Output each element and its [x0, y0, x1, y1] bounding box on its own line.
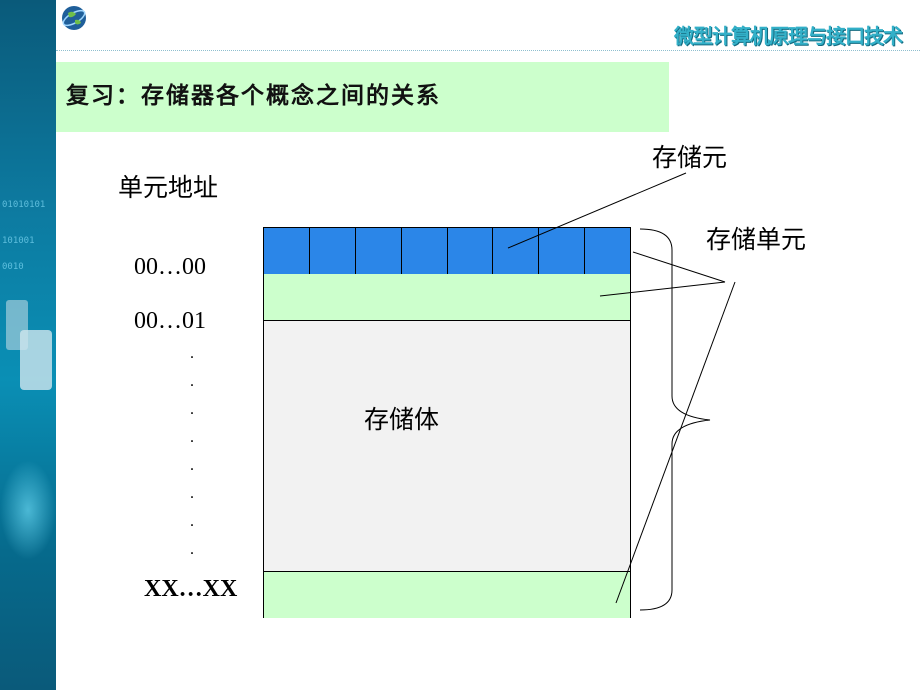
dot: .: [190, 485, 194, 502]
storage-bit-cell: [539, 228, 586, 274]
storage-element-label: 存储元: [652, 143, 728, 172]
storage-bit-cell: [309, 228, 356, 274]
dot: .: [190, 345, 194, 362]
storage-body-label: 存储体: [364, 405, 440, 434]
storage-unit-row-bits: [264, 228, 630, 275]
address-first: 00…00: [134, 254, 206, 280]
unit-pointer-line: [599, 281, 726, 297]
glow-graphic: [0, 460, 56, 560]
dot: .: [190, 429, 194, 446]
dot: .: [190, 513, 194, 530]
brace-shape: [639, 228, 711, 611]
storage-bit-cell: [585, 228, 630, 274]
unit-pointer-line: [615, 281, 736, 604]
dot: .: [190, 541, 194, 558]
storage-unit-label: 存储单元: [706, 225, 807, 254]
course-title: 微型计算机原理与接口技术: [674, 24, 903, 48]
storage-unit-row-last: [264, 571, 630, 618]
ellipsis-dots: . . . . . . . .: [190, 340, 194, 564]
element-pointer-line: [507, 172, 687, 249]
storage-bit-cell: [447, 228, 494, 274]
address-last: XX…XX: [144, 576, 238, 602]
address-second: 00…01: [134, 308, 206, 334]
storage-bit-cell: [355, 228, 402, 274]
decorative-side-strip: 01010101 101001 0010: [0, 0, 56, 690]
dot: .: [190, 373, 194, 390]
storage-bit-cell: [493, 228, 540, 274]
binary-pattern: 0010: [2, 262, 24, 272]
address-heading: 单元地址: [118, 173, 219, 202]
memory-body-box: 存储体: [263, 227, 631, 618]
header-divider: [56, 50, 920, 51]
dot: .: [190, 401, 194, 418]
binary-pattern: 01010101: [2, 200, 46, 210]
storage-unit-row: [264, 274, 630, 321]
dot: .: [190, 457, 194, 474]
storage-bit-cell: [401, 228, 448, 274]
globe-icon: [62, 6, 86, 30]
storage-bit-cell: [264, 228, 310, 274]
unit-pointer-line: [632, 251, 726, 283]
keyboard-key-graphic: [20, 330, 52, 390]
slide-title-band: 复习：存储器各个概念之间的关系: [56, 62, 669, 132]
binary-pattern: 101001: [2, 236, 35, 246]
slide-title: 复习：存储器各个概念之间的关系: [66, 82, 441, 109]
